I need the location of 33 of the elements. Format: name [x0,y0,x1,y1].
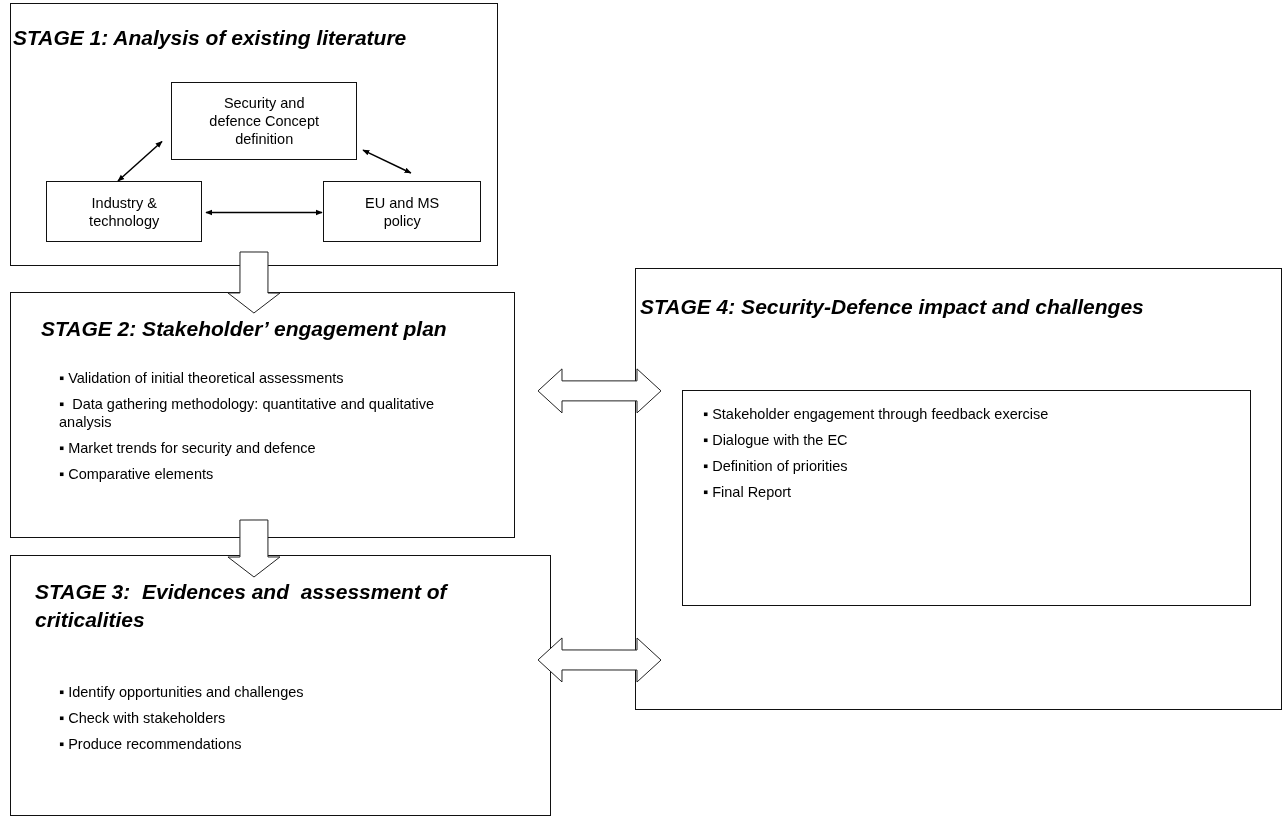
topic-box [46,181,203,243]
stage-box [635,268,1282,710]
box-label: EU and MS policy [364,193,441,230]
bullet-item: ▪ Dialogue with the EC [703,431,849,449]
block-double-arrow [537,637,662,683]
double-arrow [362,149,412,174]
stage-box [10,292,515,538]
stage-title: STAGE 4: Security-Defence impact and challenges [640,294,1145,320]
stage-box [10,555,551,816]
block-double-arrow [537,368,662,414]
stage-title: STAGE 3: Evidences and assessment of criticalities [35,579,449,634]
block-arrow [227,251,281,314]
box-label: Security and defence Concept definition [208,94,320,149]
stage-box [10,3,498,266]
double-arrow [117,140,163,182]
box-label: Industry & technology [88,193,161,230]
stage-title: STAGE 2: Stakeholder’ engagement plan [41,316,448,342]
bullet-item: ▪ Data gathering methodology: quantitative and qualitative analysis [59,395,436,431]
bullet-item: ▪ Check with stakeholders [59,709,227,727]
bullet-item: ▪ Comparative elements [59,465,215,483]
double-arrow [205,209,323,216]
bullet-item: ▪ Final Report [703,483,793,501]
topic-box [323,181,482,243]
stage-title: STAGE 1: Analysis of existing literature [13,25,408,51]
bullet-item: ▪ Market trends for security and defence [59,439,317,457]
bullet-item: ▪ Identify opportunities and challenges [59,683,305,701]
activity-box [682,390,1251,606]
bullet-item: ▪ Produce recommendations [59,735,243,753]
concept-box [171,82,358,161]
block-arrow [227,519,281,578]
bullet-item: ▪ Stakeholder engagement through feedback exercise [703,405,1050,423]
bullet-item: ▪ Validation of initial theoretical assessments [59,369,345,387]
bullet-item: ▪ Definition of priorities [703,457,849,475]
